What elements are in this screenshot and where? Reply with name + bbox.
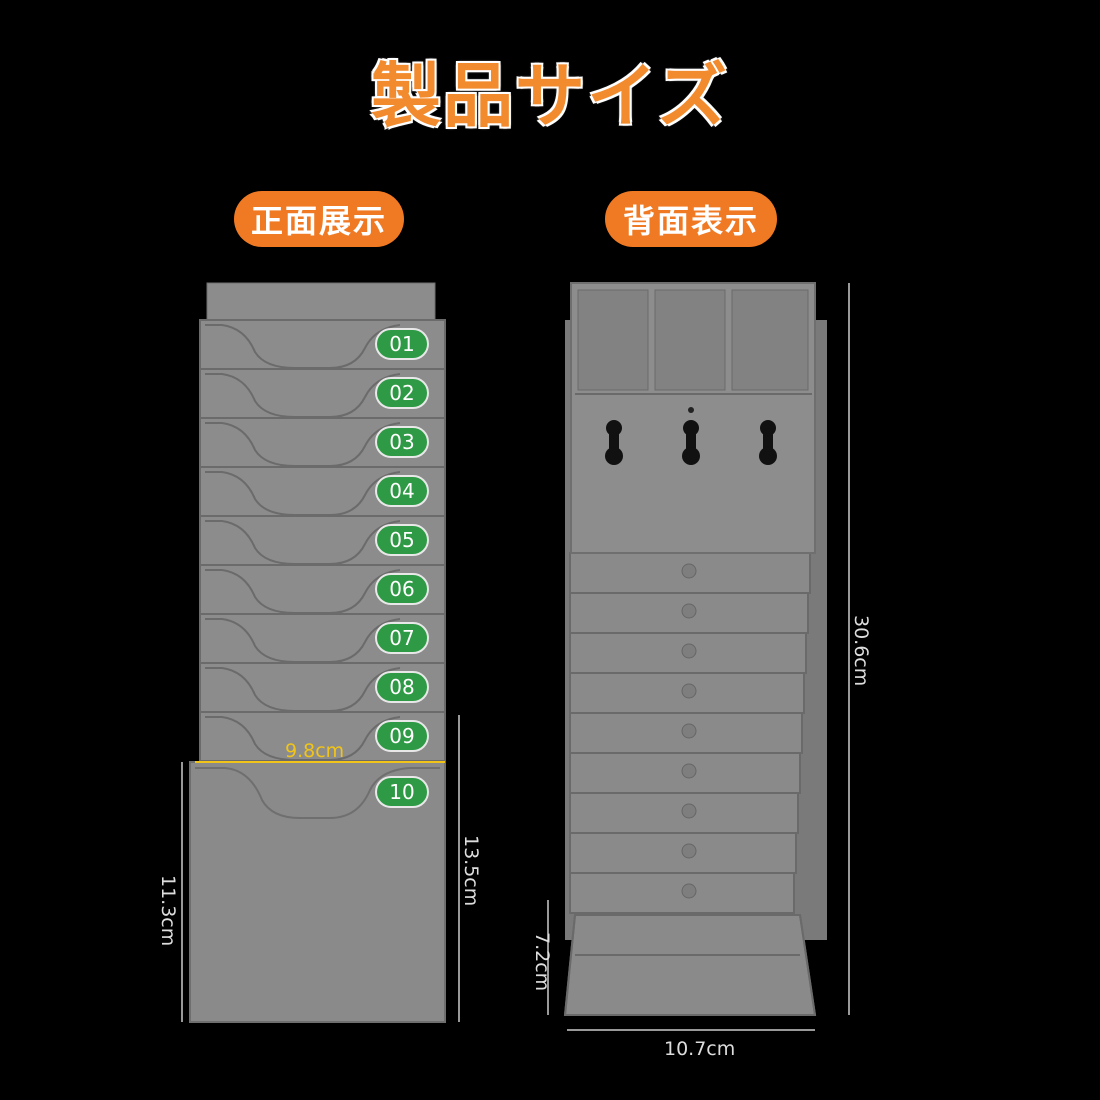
slot-number: 03 bbox=[389, 430, 414, 454]
height-total-label: 30.6cm bbox=[850, 615, 872, 686]
slot-number: 02 bbox=[389, 381, 414, 405]
slot-number: 01 bbox=[389, 332, 414, 356]
slot-number: 04 bbox=[389, 479, 414, 503]
slot-number: 05 bbox=[389, 528, 414, 552]
shelf bbox=[569, 672, 805, 714]
height-front-pocket-label: 13.5cm bbox=[460, 835, 482, 906]
keyhole-holes bbox=[605, 420, 777, 465]
slot-badge: 03 bbox=[375, 426, 429, 458]
width-front-label: 9.8cm bbox=[285, 740, 344, 762]
slot-badge: 09 bbox=[375, 720, 429, 752]
back-organizer: 30.6cm 7.2cm 10.7cm bbox=[531, 282, 872, 1060]
slot-badge: 01 bbox=[375, 328, 429, 360]
slot-badge: 10 bbox=[375, 776, 429, 808]
front-organizer: 01 02 03 04 05 06 07 08 09 10 9.8cm 11.3cm 13.5cm bbox=[157, 282, 482, 1023]
base-depth-label: 7.2cm bbox=[531, 932, 553, 991]
slot-badge: 02 bbox=[375, 377, 429, 409]
shelf bbox=[569, 832, 797, 874]
slot-number: 08 bbox=[389, 675, 414, 699]
height-front-body-label: 11.3cm bbox=[157, 875, 179, 946]
slot-badge: 04 bbox=[375, 475, 429, 507]
front-view-label: 正面展示 bbox=[234, 191, 404, 247]
slot-badge: 05 bbox=[375, 524, 429, 556]
slot-number: 10 bbox=[389, 780, 414, 804]
slot-number: 07 bbox=[389, 626, 414, 650]
slot-number: 09 bbox=[389, 724, 414, 748]
slot-badge: 08 bbox=[375, 671, 429, 703]
slot-number: 06 bbox=[389, 577, 414, 601]
page-title: 製品サイズ bbox=[371, 55, 729, 137]
slot-badge: 07 bbox=[375, 622, 429, 654]
back-view-label: 背面表示 bbox=[605, 191, 777, 247]
slot-badge: 06 bbox=[375, 573, 429, 605]
width-back-label: 10.7cm bbox=[664, 1038, 735, 1060]
